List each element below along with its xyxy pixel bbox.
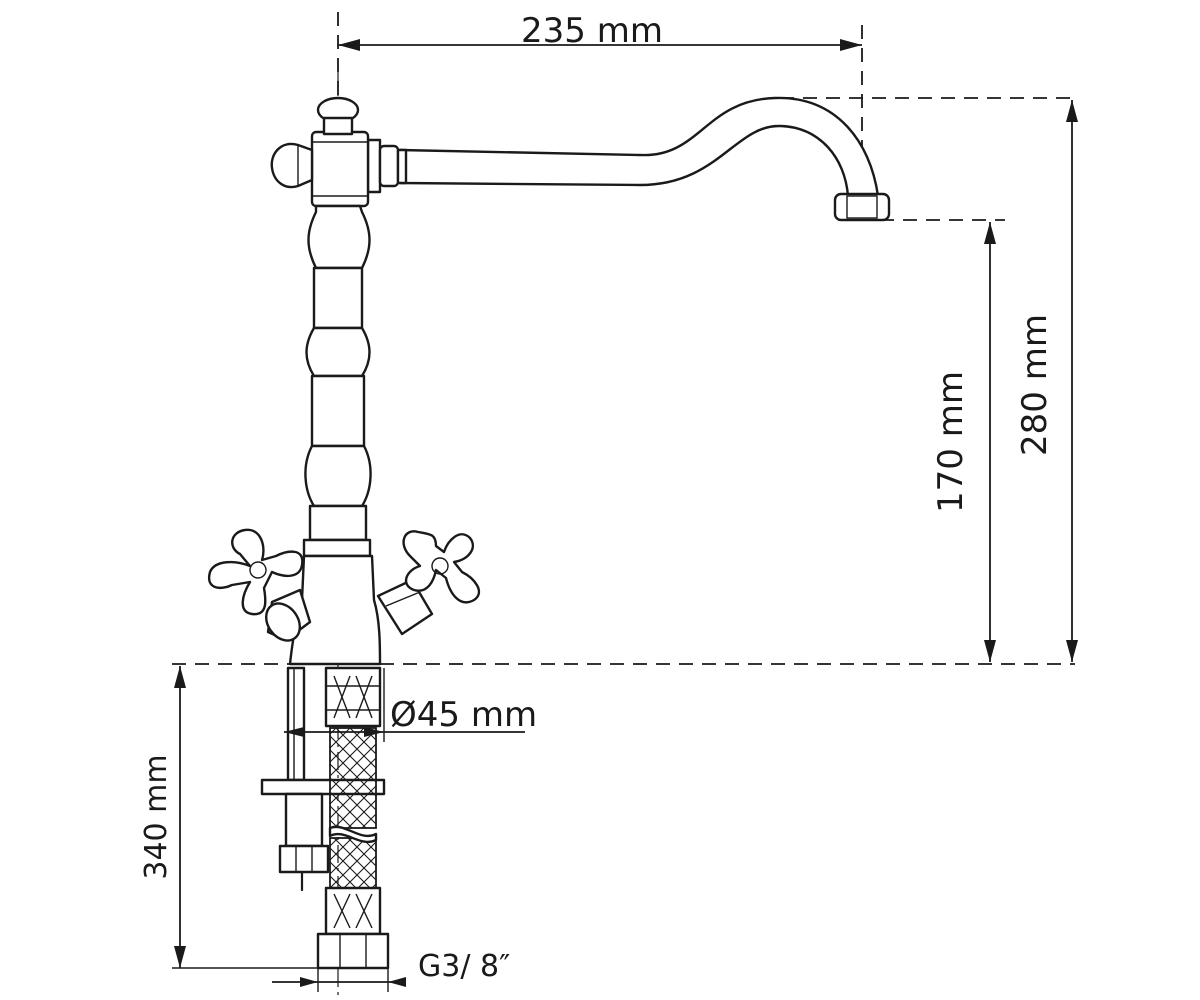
under-deck-assembly xyxy=(260,666,386,892)
thread-label: G3/ 8″ xyxy=(418,949,510,984)
lever-head xyxy=(270,96,408,208)
dimension-hole-diameter: Ø45 mm xyxy=(284,668,537,742)
left-cross-handle xyxy=(207,528,312,642)
right-cross-handle xyxy=(376,530,481,636)
dimension-spout-reach: 235 mm xyxy=(338,11,862,51)
dimension-total-height: 280 mm xyxy=(1015,100,1078,662)
total-height-label: 280 mm xyxy=(1015,314,1055,456)
dimension-tail-length: 340 mm xyxy=(139,666,318,969)
dimension-spout-height: 170 mm xyxy=(931,222,996,662)
spout-height-label: 170 mm xyxy=(931,371,971,513)
hole-diameter-label: Ø45 mm xyxy=(390,695,537,735)
spout xyxy=(398,96,891,222)
tail-length-label: 340 mm xyxy=(139,754,174,879)
column xyxy=(302,204,372,558)
dimension-thread: G3/ 8″ xyxy=(272,949,510,992)
spout-reach-label: 235 mm xyxy=(521,11,663,51)
braided-hose xyxy=(316,666,390,970)
